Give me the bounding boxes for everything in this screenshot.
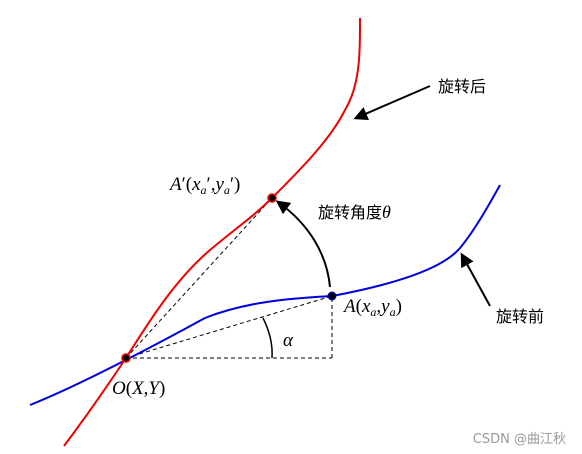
label-rotation-angle: 旋转角度θ — [318, 202, 391, 222]
theta-symbol: θ — [382, 202, 391, 222]
label-rotate-after: 旋转后 — [438, 77, 486, 96]
origin-y: Y — [148, 378, 161, 399]
curve-before-rotation — [29, 184, 501, 406]
curve-after-rotation — [63, 17, 361, 447]
a-prime-y-prime: ′ — [230, 174, 234, 195]
a-prime-mark: ′ — [182, 174, 186, 195]
a-x: x — [361, 296, 371, 317]
point-a-prime — [267, 193, 277, 203]
origin-close-paren: ) — [159, 378, 165, 399]
a-prime-y: y — [213, 174, 224, 195]
arrow-to-before-curve — [460, 252, 491, 307]
origin-point — [121, 353, 131, 363]
a-prime-comma: , — [211, 174, 216, 195]
label-origin: O(X,Y) — [112, 378, 165, 399]
a-prime-y-subscript: a — [224, 183, 230, 197]
a-open-paren: ( — [356, 296, 362, 317]
label-rotate-before: 旋转前 — [496, 307, 544, 326]
rotation-angle-text: 旋转角度 — [318, 203, 382, 222]
label-alpha: α — [283, 330, 294, 351]
origin-letter: O — [112, 378, 126, 399]
alpha-arc — [262, 317, 273, 359]
a-prime-open-paren: ( — [186, 174, 192, 195]
origin-comma: , — [144, 378, 149, 399]
watermark: CSDN @曲江秋 — [473, 432, 566, 447]
origin-open-paren: ( — [126, 378, 132, 399]
a-prime-letter: A — [168, 174, 182, 195]
a-comma: , — [376, 296, 381, 317]
a-y-subscript: a — [390, 305, 396, 319]
dashed-line-oa — [125, 295, 333, 359]
a-close-paren: ) — [396, 296, 402, 317]
a-prime-x-prime: ′ — [207, 174, 211, 195]
rotation-arc-arrow — [275, 200, 331, 288]
a-y: y — [379, 296, 390, 317]
arrow-to-after-curve — [353, 85, 431, 120]
a-x-subscript: a — [370, 305, 376, 319]
a-prime-close-paren: ) — [234, 174, 240, 195]
a-prime-x-subscript: a — [201, 183, 207, 197]
label-point-a: A(xa,ya) — [342, 296, 402, 319]
point-a — [327, 291, 337, 301]
a-prime-x: x — [191, 174, 201, 195]
a-letter: A — [342, 296, 356, 317]
label-point-a-prime: A′(xa′,ya′) — [168, 174, 240, 197]
dashed-line-oa-prime — [125, 197, 273, 359]
origin-x: X — [131, 378, 145, 399]
